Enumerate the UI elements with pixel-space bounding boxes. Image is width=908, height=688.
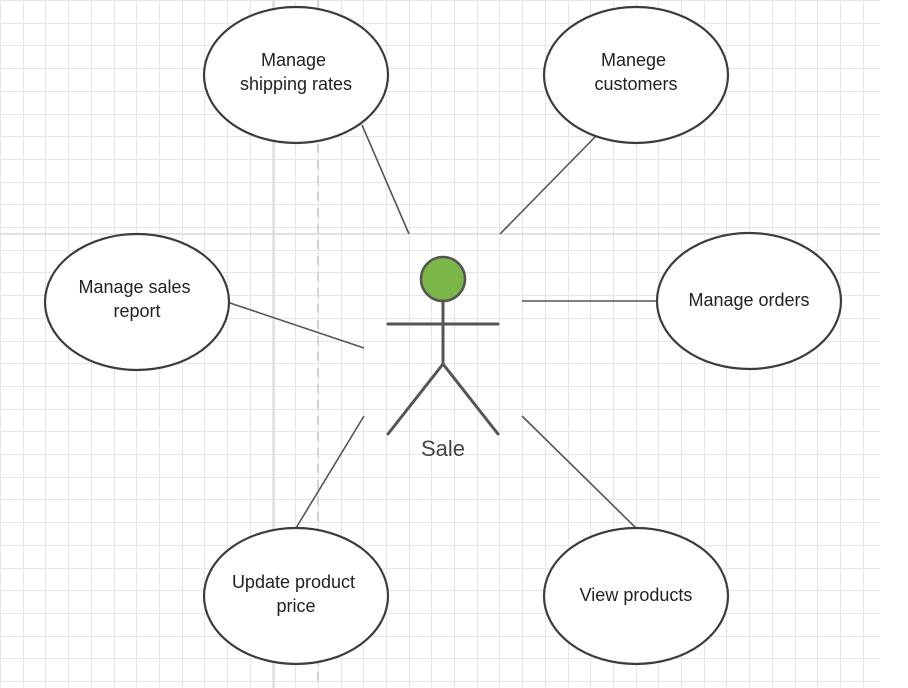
usecase-view-products-label: View products bbox=[580, 585, 693, 605]
usecase-shipping-label: Manage shipping rates bbox=[240, 50, 352, 94]
association-customers bbox=[499, 135, 597, 235]
usecase-orders-label: Manage orders bbox=[688, 290, 809, 310]
actor-right-leg bbox=[441, 362, 500, 436]
usecase-shipping-ellipse bbox=[202, 5, 390, 145]
usecase-update-price[interactable]: Update product price bbox=[202, 526, 390, 666]
usecase-orders[interactable]: Manage orders bbox=[655, 231, 843, 371]
usecase-view-products[interactable]: View products bbox=[542, 526, 730, 666]
association-lines bbox=[226, 124, 659, 529]
usecase-customers[interactable]: Manege customers bbox=[542, 5, 730, 145]
actor-head bbox=[419, 255, 467, 303]
usecase-update-price-label: Update product price bbox=[232, 572, 360, 616]
usecase-customers-label: Manege customers bbox=[594, 50, 677, 94]
usecase-view-products-ellipse bbox=[542, 526, 730, 666]
usecase-orders-ellipse bbox=[655, 231, 843, 371]
usecase-sales-report-ellipse bbox=[43, 232, 231, 372]
actor-sale[interactable]: Sale bbox=[386, 255, 500, 461]
usecase-customers-ellipse bbox=[542, 5, 730, 145]
association-update-price bbox=[295, 415, 365, 529]
association-sales-report bbox=[226, 301, 365, 349]
usecase-sales-report[interactable]: Manage sales report bbox=[43, 232, 231, 372]
actor-label: Sale bbox=[421, 436, 465, 461]
usecase-update-price-ellipse bbox=[202, 526, 390, 666]
association-shipping bbox=[361, 124, 410, 235]
association-view-products bbox=[521, 415, 637, 529]
usecase-sales-report-label: Manage sales report bbox=[78, 277, 195, 321]
canvas-margin bbox=[880, 0, 908, 688]
usecase-shipping[interactable]: Manage shipping rates bbox=[202, 5, 390, 145]
actor-left-leg bbox=[386, 362, 445, 436]
